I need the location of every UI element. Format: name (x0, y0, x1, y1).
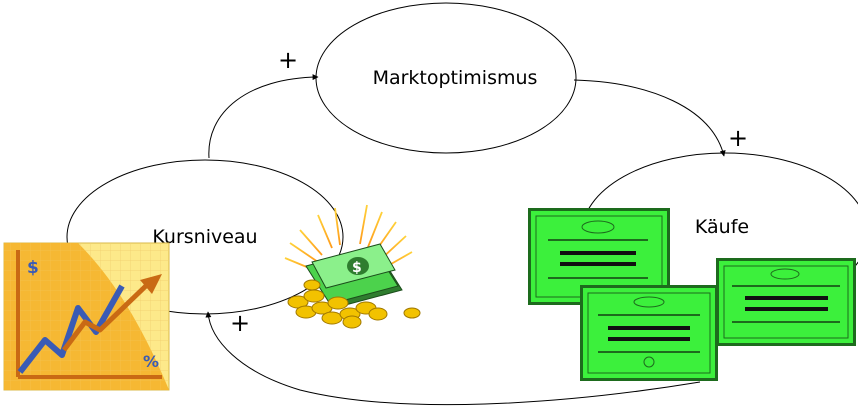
arrow-kursniveau-to-marktoptimismus (208, 74, 319, 159)
sign-kaeufe-to-kursniveau: + (230, 309, 250, 337)
stock-certificate-icon (528, 208, 856, 381)
arrow-kaeufe-to-kursniveau (205, 311, 701, 406)
sign-kursniveau-to-marktoptimismus: + (278, 46, 298, 74)
money-coins-icon: $ (284, 203, 421, 329)
arrow-marktoptimismus-to-kaeufe (573, 79, 726, 157)
node-label-kursniveau: Kursniveau (152, 226, 257, 248)
stock-chart-icon: $ % (3, 242, 170, 391)
banknote-dollar-symbol: $ (352, 260, 362, 276)
chart-percent-symbol: % (143, 352, 159, 371)
node-label-marktoptimismus: Marktoptimismus (373, 67, 538, 89)
sign-marktoptimismus-to-kaeufe: + (728, 124, 748, 152)
node-label-kaeufe: Käufe (695, 216, 749, 238)
chart-dollar-symbol: $ (27, 258, 39, 278)
